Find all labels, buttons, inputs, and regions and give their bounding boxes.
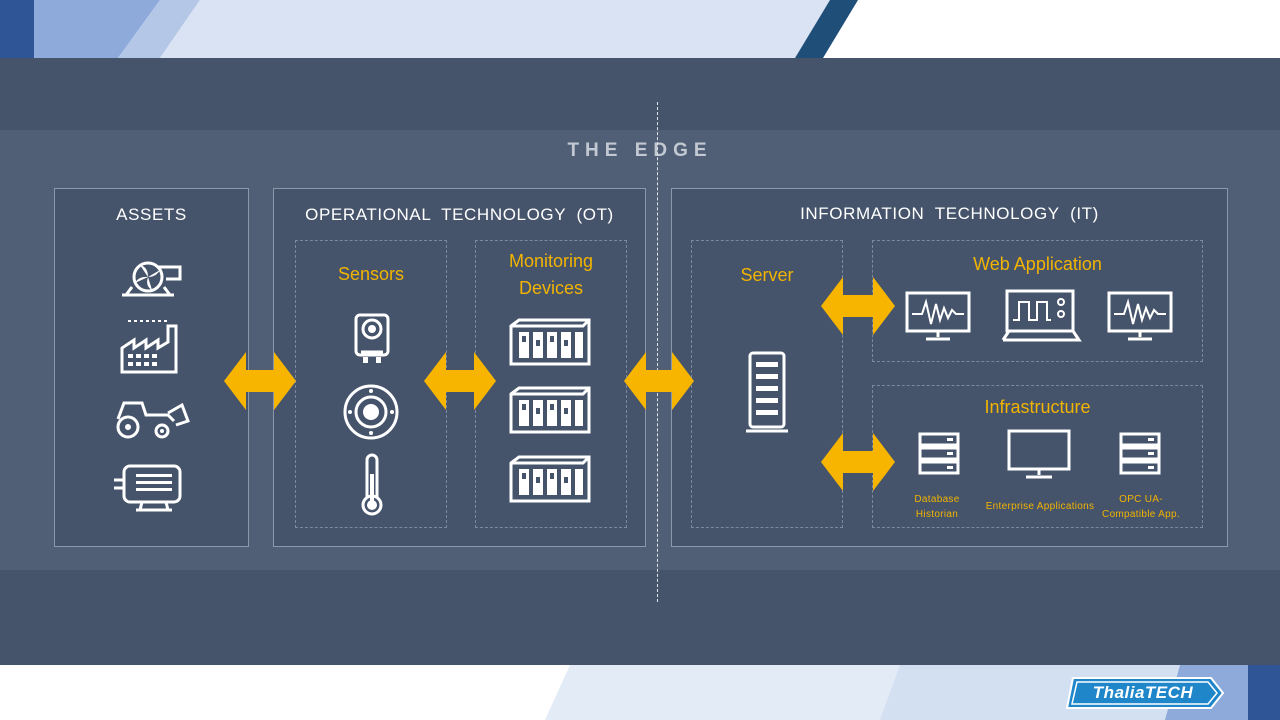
logo-badge xyxy=(1065,677,1225,709)
double-arrow-icon xyxy=(821,277,895,335)
factory-icon xyxy=(120,320,178,374)
desktop-monitor-icon xyxy=(1007,429,1071,479)
monitoring-device-icon xyxy=(509,318,591,366)
thaliatech-logo: ThaliaTECH xyxy=(1065,676,1227,710)
monitoring-label: Monitoring Devices xyxy=(508,251,594,298)
server-label: Server xyxy=(740,265,794,285)
vibration-sensor-icon xyxy=(343,384,399,440)
laptop-signal-icon xyxy=(1001,289,1082,342)
it-box xyxy=(671,188,1228,547)
edge-title: THE EDGE xyxy=(567,140,713,161)
ot-heading: OPERATIONAL TECHNOLOGY (OT) xyxy=(305,205,614,224)
monitoring-device-icon xyxy=(509,386,591,434)
infrastructure-label: Infrastructure xyxy=(984,397,1091,417)
database-historian-label: Database Historian xyxy=(914,494,960,520)
opc-server-icon xyxy=(1119,432,1161,475)
opc-ua-app-label: OPC UA-Compatible App. xyxy=(1102,494,1180,520)
motor-icon xyxy=(114,464,182,512)
assets-heading: ASSETS xyxy=(116,205,187,224)
monitoring-device-icon xyxy=(509,455,591,503)
edge-divider xyxy=(657,102,658,602)
monitor-waveform-icon xyxy=(1107,291,1173,341)
server-icon xyxy=(746,351,788,433)
it-heading: INFORMATION TECHNOLOGY (IT) xyxy=(800,204,1099,223)
pump-icon xyxy=(122,261,182,297)
thermometer-icon xyxy=(361,453,383,516)
top-decorative-band xyxy=(0,0,1280,58)
double-arrow-icon xyxy=(624,352,694,410)
ot-box xyxy=(273,188,646,547)
double-arrow-icon xyxy=(224,352,296,410)
camera-sensor-icon xyxy=(354,313,390,363)
assets-box xyxy=(54,188,249,547)
sensors-label: Sensors xyxy=(337,264,405,284)
enterprise-applications-label: Enterprise Applications xyxy=(985,501,1095,512)
monitor-waveform-icon xyxy=(905,291,971,341)
double-arrow-icon xyxy=(424,352,496,410)
logo-text: ThaliaTECH xyxy=(1092,683,1194,702)
tractor-icon xyxy=(116,401,190,439)
web-application-label: Web Application xyxy=(973,254,1102,274)
database-server-icon xyxy=(918,432,960,475)
double-arrow-icon xyxy=(821,433,895,491)
